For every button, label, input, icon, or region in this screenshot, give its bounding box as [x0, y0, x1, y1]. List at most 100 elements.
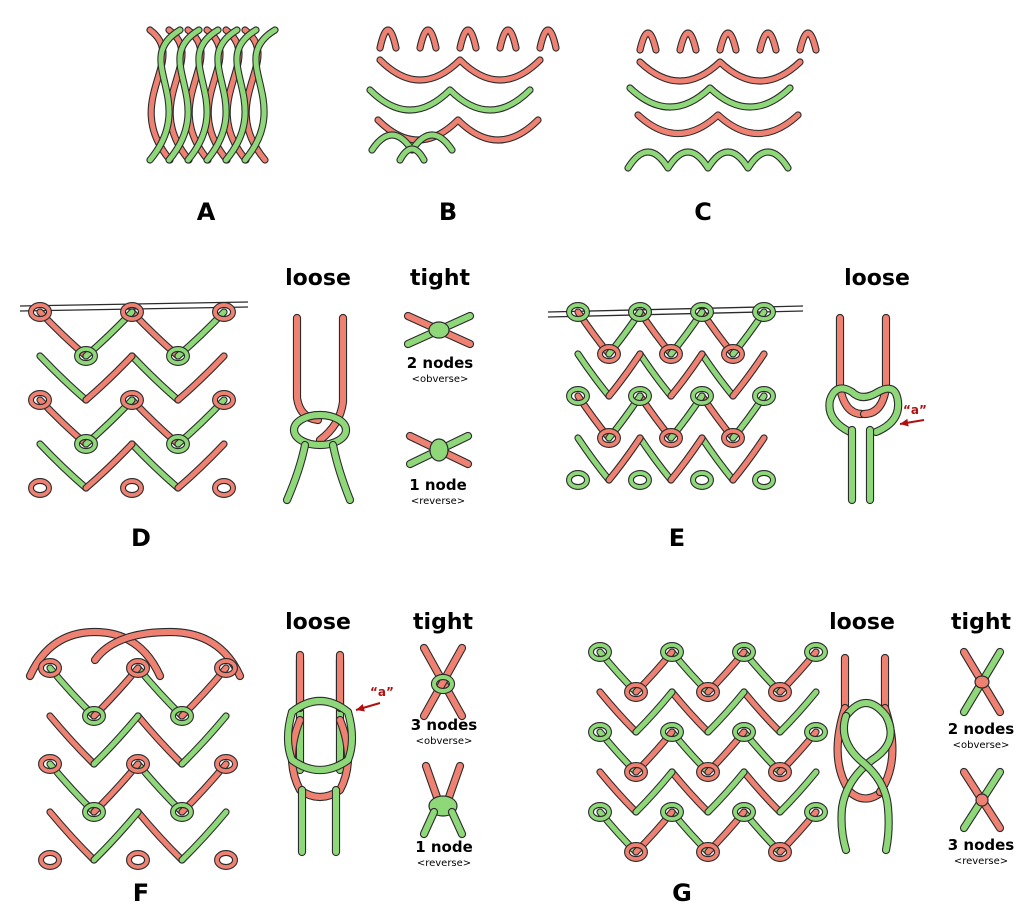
panel-d-strand [129, 353, 181, 403]
panel-d-strand [175, 353, 227, 403]
d-loose-green [330, 442, 353, 503]
f-tight-red [445, 763, 463, 803]
panel-f-strand [135, 713, 185, 767]
panel-f-knot [171, 707, 193, 725]
panel-g-net [588, 642, 828, 862]
panel-f-strand [47, 809, 97, 863]
panel-g-knot [769, 843, 791, 861]
panel-e-knot [598, 345, 620, 363]
panel-e-strand [668, 351, 705, 399]
panel-g-knot [625, 763, 647, 781]
panel-e-knot [660, 429, 682, 447]
f-tight-red [421, 645, 465, 719]
panel-g-knot [625, 843, 647, 861]
panel-f-knot [215, 851, 237, 869]
panel-c-loop [797, 30, 819, 53]
f-tight-red [423, 763, 441, 803]
panel-f-strand [135, 809, 185, 863]
panel-g-tight [959, 647, 1005, 833]
panel-a-strand [166, 27, 192, 163]
panel-f-knot [83, 707, 105, 725]
panel-e-knot [691, 471, 713, 489]
panel-g-strand [741, 689, 783, 735]
f-tight-green [449, 809, 465, 837]
panel-g-knot [805, 803, 827, 821]
f-first-node-count: 3 nodes [410, 716, 478, 734]
panel-g-knot [733, 643, 755, 661]
panel-b-loop [537, 27, 559, 51]
e-loose-heading: loose [844, 266, 910, 291]
panel-a-strand [223, 27, 249, 163]
panel-g-strand [705, 689, 747, 735]
panel-e-knot [629, 471, 651, 489]
d-tight-heading: tight [410, 266, 470, 291]
panel-g-knot [805, 723, 827, 741]
panel-label-d: D [131, 524, 151, 552]
d-first-side: <obverse> [411, 374, 469, 385]
f-second-node-count: 1 node [415, 838, 473, 856]
panel-d-knot [29, 303, 51, 321]
panel-d-knot [75, 435, 97, 453]
panel-c-strand [635, 112, 801, 136]
panel-g-knot [733, 723, 755, 741]
panel-a-strand [223, 27, 259, 163]
panel-b-loop [457, 27, 479, 51]
f-marker-arrow-head [356, 703, 365, 712]
panel-e-strand [699, 435, 736, 483]
e-loose-green [826, 385, 902, 435]
panel-label-e: E [668, 524, 686, 552]
d-loose-green [284, 442, 308, 503]
panel-d-strand [129, 441, 181, 491]
panel-e-knot [567, 387, 589, 405]
panel-d-knot [121, 303, 143, 321]
panel-d-net [19, 301, 249, 498]
panel-a-strand [185, 27, 211, 163]
g-loose-heading: loose [829, 610, 895, 635]
panel-g-knot [589, 723, 611, 741]
panel-a-strand [204, 27, 230, 163]
panel-g-knot [589, 643, 611, 661]
panel-e-knot [753, 387, 775, 405]
panel-b-loop [377, 27, 399, 51]
panel-c-strand [627, 85, 793, 110]
d-tight-node [428, 321, 450, 339]
panel-d-strand [37, 441, 89, 491]
panel-g-strand [741, 769, 783, 815]
panel-label-f: F [132, 879, 150, 907]
panel-c-loop [757, 30, 779, 53]
panel-f-knot [127, 659, 149, 677]
panel-f-tight [419, 643, 467, 839]
g-loose-green-outline [837, 698, 895, 855]
d-loose-green [291, 412, 349, 448]
panel-c-strand [625, 149, 791, 171]
panel-g-knot [661, 643, 683, 661]
panel-a-net [146, 26, 279, 164]
panel-f-top-arc [92, 629, 243, 679]
panel-e-knot [753, 471, 775, 489]
f-first-side: <obverse> [415, 736, 473, 747]
d-tight-node [429, 438, 449, 462]
e-marker-arrow-head [900, 418, 909, 427]
panel-g-strand [777, 769, 819, 815]
panel-e-strand [699, 351, 736, 399]
panel-a-strand [204, 27, 240, 163]
panel-f-strand [91, 809, 141, 863]
panel-b-strand [367, 87, 533, 113]
panel-a-strand [166, 27, 202, 163]
panel-a-strand [242, 27, 268, 163]
panel-f-strand [47, 713, 97, 767]
panel-g-knot [769, 763, 791, 781]
f-marker-a: “a” [370, 685, 394, 699]
d-loose-heading: loose [285, 266, 351, 291]
g-tight-heading: tight [951, 610, 1011, 635]
d-first-node-count: 2 nodes [406, 354, 474, 372]
panel-b-loop [417, 27, 439, 51]
g-loose-green [838, 700, 894, 853]
panel-f-knot [39, 755, 61, 773]
panel-g-knot [805, 643, 827, 661]
panel-f-strand [91, 713, 141, 767]
panel-g-knot [589, 803, 611, 821]
panel-g-knot [733, 803, 755, 821]
panel-d-knot [29, 391, 51, 409]
